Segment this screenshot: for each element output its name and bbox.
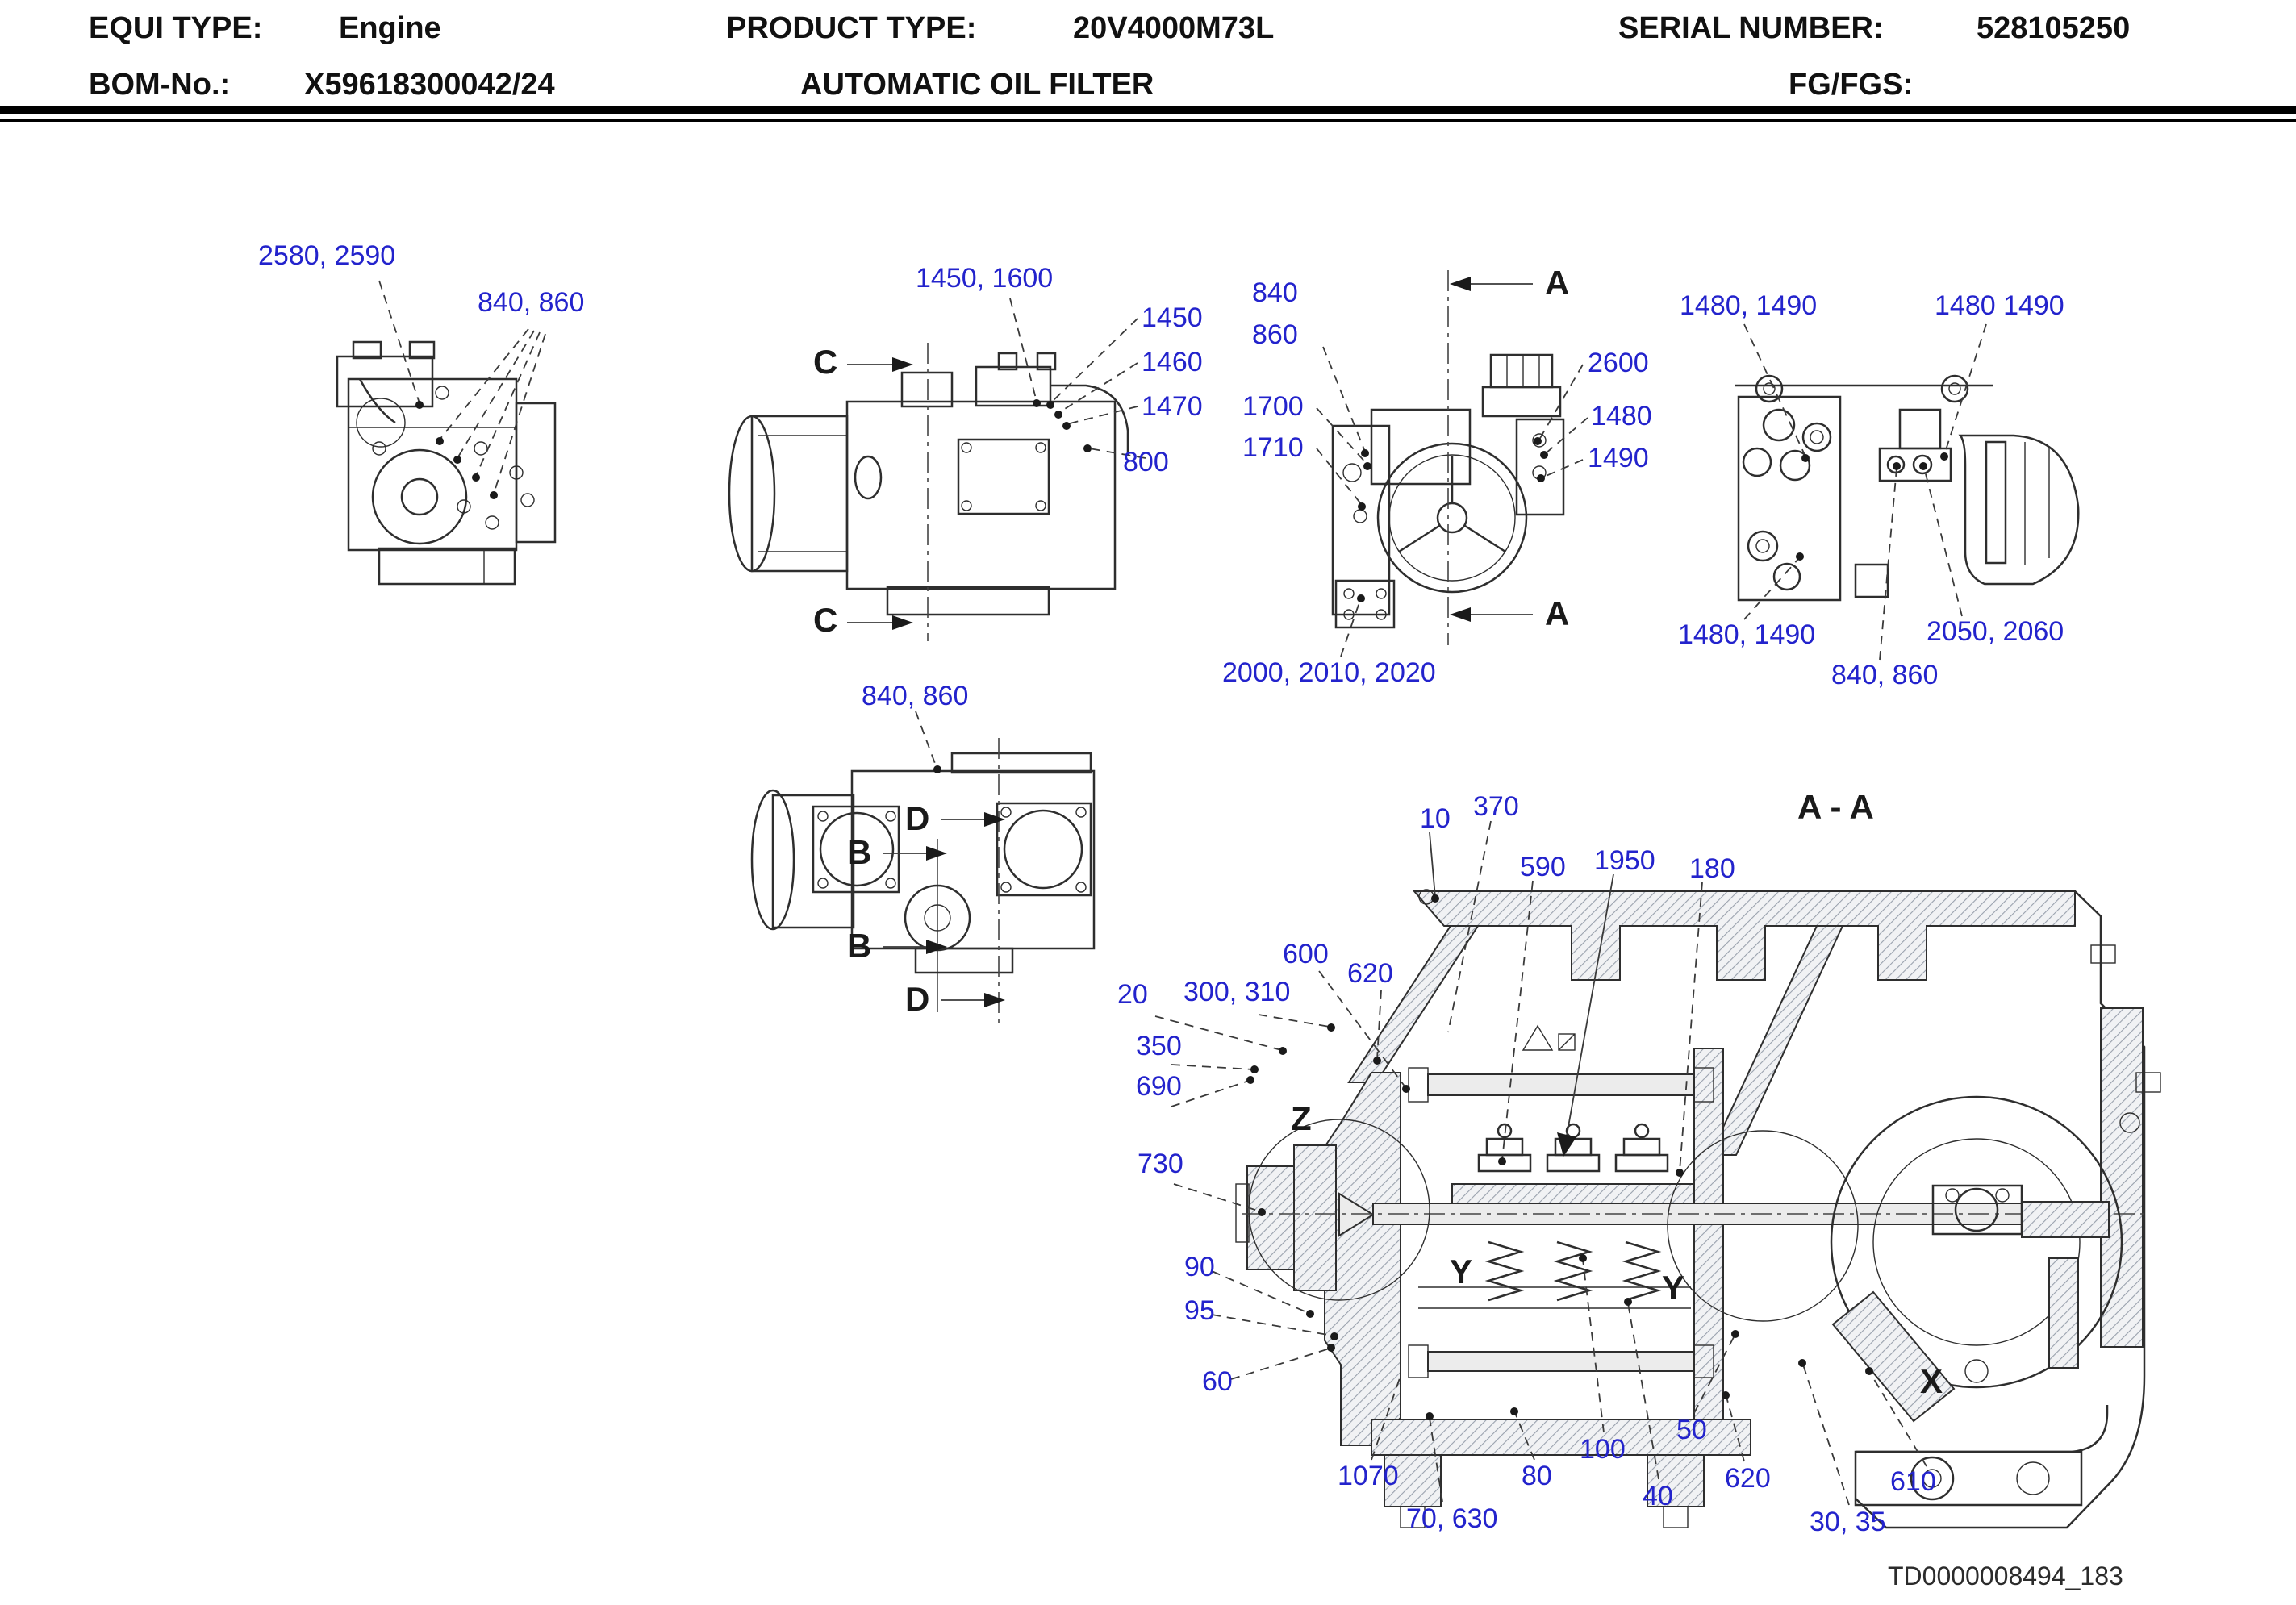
part-callout: 1950	[1594, 845, 1655, 876]
part-callout: 180	[1689, 853, 1735, 884]
part-callout: 30, 35	[1810, 1507, 1886, 1537]
view-side-c	[728, 343, 1129, 641]
bom-no-value: X59618300042/24	[304, 68, 555, 102]
part-callout: 610	[1890, 1466, 1936, 1497]
part-callout: 590	[1520, 852, 1566, 882]
equi-type-value: Engine	[339, 11, 441, 45]
part-callout: 1470	[1142, 391, 1203, 422]
part-callout: 80	[1522, 1461, 1552, 1491]
part-callout: 1700	[1242, 391, 1304, 422]
part-callout: 1450	[1142, 302, 1203, 333]
view-top-bd	[750, 738, 1096, 1026]
part-callout: 600	[1283, 939, 1329, 969]
part-callout: 620	[1725, 1463, 1771, 1494]
drawing-code: TD0000008494_183	[1888, 1561, 2123, 1590]
part-callout: 350	[1136, 1031, 1182, 1061]
section-title-aa: A - A	[1797, 788, 1874, 826]
section-arrows	[847, 277, 1533, 1007]
part-callout: 1490	[1588, 443, 1649, 473]
part-callout: 20	[1117, 979, 1148, 1010]
product-type-label: PRODUCT TYPE:	[726, 11, 977, 45]
detail-marker-y-left: Y	[1450, 1253, 1473, 1290]
part-callout: 800	[1123, 447, 1169, 477]
detail-marker-y-right: Y	[1662, 1269, 1685, 1307]
view-front-a	[1331, 270, 1565, 645]
section-marker-d-lower: D	[905, 980, 930, 1018]
part-callout: 1480 1490	[1935, 290, 2064, 321]
part-callout: 730	[1138, 1149, 1183, 1179]
part-callout: 1460	[1142, 347, 1203, 377]
part-callout: 1710	[1242, 432, 1304, 463]
part-callout: 1480	[1591, 401, 1652, 431]
section-marker-a-bottom: A	[1545, 594, 1570, 632]
serial-number-label: SERIAL NUMBER:	[1618, 11, 1884, 45]
section-aa-drawing	[1235, 889, 2161, 1529]
part-callout: 620	[1347, 958, 1393, 989]
part-callout: 90	[1184, 1252, 1215, 1282]
part-callout: 1480, 1490	[1680, 290, 1818, 321]
part-callout: 370	[1473, 791, 1519, 822]
part-callout: 2000, 2010, 2020	[1222, 657, 1436, 688]
section-marker-d-upper: D	[905, 799, 930, 837]
part-callout: 300, 310	[1183, 977, 1291, 1007]
part-callout: 1450, 1600	[916, 263, 1054, 294]
equi-type-label: EQUI TYPE:	[89, 11, 263, 45]
detail-marker-x: X	[1920, 1362, 1943, 1400]
part-callout: 2580, 2590	[258, 240, 396, 271]
section-marker-c-bottom: C	[813, 601, 838, 639]
section-marker-c-top: C	[813, 343, 838, 381]
part-callout: 50	[1676, 1415, 1707, 1445]
page-title: AUTOMATIC OIL FILTER	[800, 68, 1154, 102]
section-marker-a-top: A	[1545, 264, 1570, 302]
header-divider-thin	[0, 119, 2296, 122]
view-side-left	[336, 340, 557, 586]
part-callout: 40	[1643, 1481, 1673, 1511]
part-callout: 10	[1420, 803, 1451, 834]
part-callout: 1070	[1338, 1461, 1399, 1491]
part-callout: 70, 630	[1406, 1503, 1498, 1534]
part-callout: 690	[1136, 1071, 1182, 1102]
product-type-value: 20V4000M73L	[1073, 11, 1275, 45]
part-callout: 100	[1580, 1434, 1626, 1465]
view-rear	[1735, 374, 2080, 602]
part-callout: 2600	[1588, 348, 1649, 378]
part-callout: 840	[1252, 277, 1298, 308]
serial-number-value: 528105250	[1977, 11, 2131, 45]
part-callout: 1480, 1490	[1678, 619, 1816, 650]
part-callout: 840, 860	[478, 287, 585, 318]
section-marker-b-lower: B	[847, 927, 872, 965]
part-callout: 860	[1252, 319, 1298, 350]
detail-marker-z: Z	[1291, 1099, 1312, 1137]
part-callout: 840, 860	[1831, 660, 1939, 690]
section-marker-b-upper: B	[847, 833, 872, 871]
header-divider-thick	[0, 106, 2296, 114]
bom-no-label: BOM-No.:	[89, 68, 231, 102]
fg-fgs-label: FG/FGS:	[1789, 68, 1914, 102]
part-callout: 95	[1184, 1295, 1215, 1326]
leader-lines	[378, 280, 1987, 1506]
part-callout: 840, 860	[862, 681, 969, 711]
part-callout: 60	[1202, 1366, 1233, 1397]
part-callout: 2050, 2060	[1927, 616, 2064, 647]
